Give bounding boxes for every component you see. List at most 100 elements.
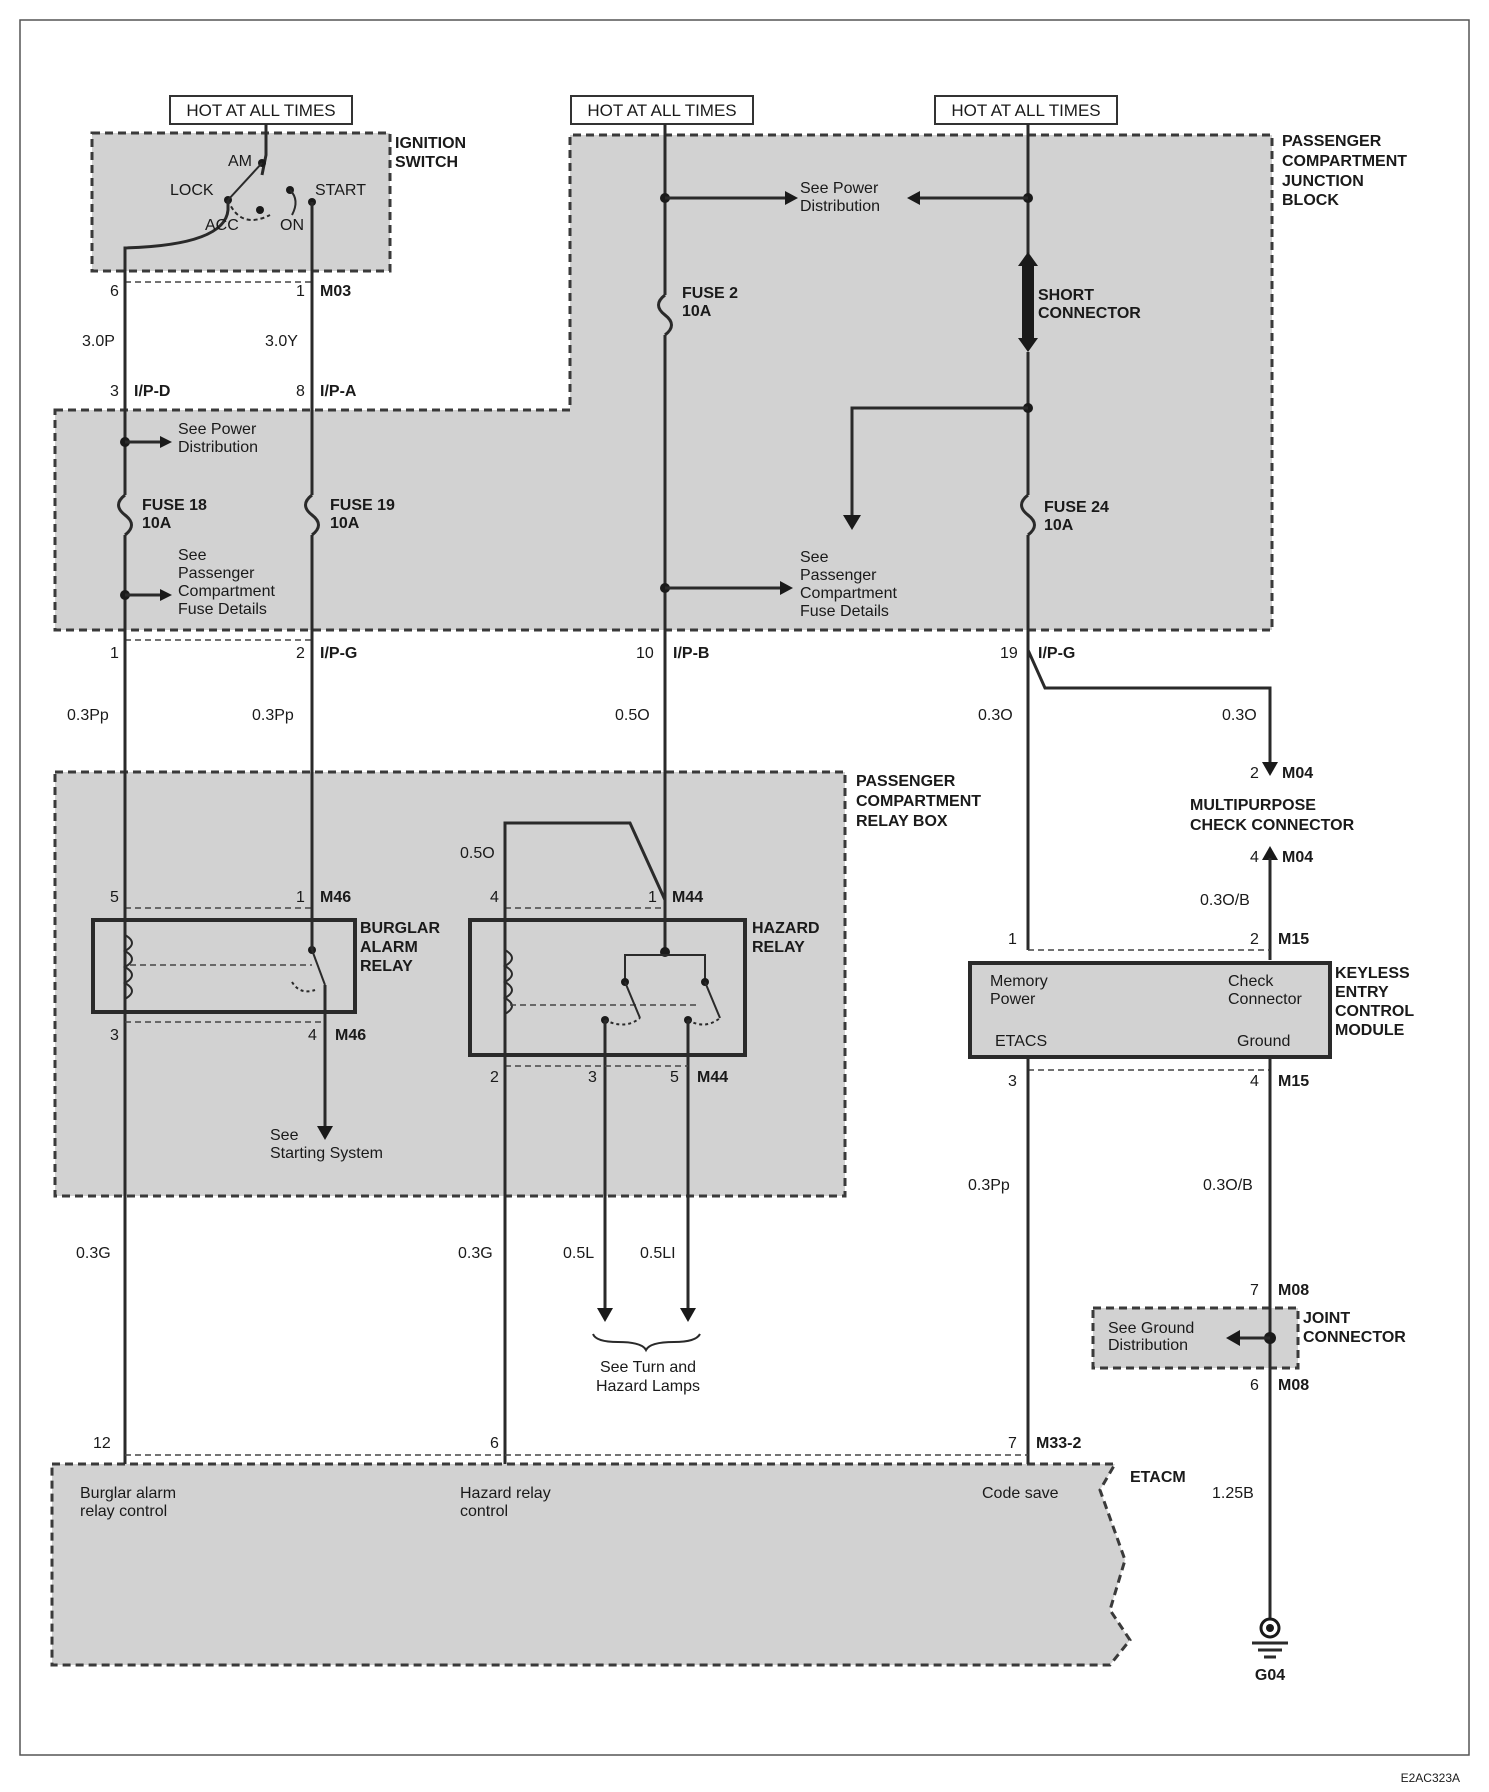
joint-pin-7: 7 bbox=[1250, 1282, 1259, 1299]
keyless-title-4: MODULE bbox=[1335, 1022, 1405, 1039]
ignition-acc-label: ACC bbox=[205, 217, 239, 234]
hazard-connector-top: M44 bbox=[672, 889, 703, 906]
ipa-connector: I/P-A bbox=[320, 383, 357, 400]
hazard-contact-bus bbox=[624, 954, 706, 982]
keyless-title-3: CONTROL bbox=[1335, 1003, 1414, 1020]
see-fuse-left-2: Passenger bbox=[178, 565, 255, 582]
ignition-title-1: IGNITION bbox=[395, 135, 466, 152]
hazard-arc-b bbox=[687, 1017, 721, 1026]
keyless-entry-module: 1 2 M15 Memory Power Check Connector ETA… bbox=[968, 931, 1414, 1090]
burglar-title-2: ALARM bbox=[360, 939, 418, 956]
m04-pin-4: 4 bbox=[1250, 849, 1259, 866]
fuse24-label: FUSE 24 bbox=[1044, 499, 1109, 516]
ignition-acc-dot bbox=[256, 206, 264, 214]
keyless-pin-3: 3 bbox=[1008, 1073, 1017, 1090]
see-fuse-left-arrowhead bbox=[160, 589, 172, 601]
m04-connector-top: M04 bbox=[1282, 765, 1313, 782]
ipb-connector: I/P-B bbox=[673, 645, 709, 662]
ignition-start-label: START bbox=[315, 182, 366, 199]
burglar-ctrl-2: relay control bbox=[80, 1503, 167, 1520]
wire-03g-b-label: 0.3G bbox=[458, 1245, 493, 1262]
ipg-connector-19: I/P-G bbox=[1038, 645, 1075, 662]
hazard-jumper-label: 0.5O bbox=[460, 845, 495, 862]
see-power-left-2: Distribution bbox=[178, 439, 258, 456]
see-power-left-arrowhead bbox=[160, 436, 172, 448]
fuse24-symbol bbox=[1020, 493, 1036, 537]
burglar-ctrl-1: Burglar alarm bbox=[80, 1485, 176, 1502]
ipg-connector: I/P-G bbox=[320, 645, 357, 662]
burglar-title-1: BURGLAR bbox=[360, 920, 440, 937]
relay-box-title-2: COMPARTMENT bbox=[856, 793, 981, 810]
m04-bottom-arrowhead bbox=[1262, 846, 1278, 860]
keyless-pin-1: 1 bbox=[1008, 931, 1017, 948]
see-power-right-2: Distribution bbox=[800, 198, 880, 215]
hot-label-frame-3 bbox=[934, 95, 1118, 125]
ground-symbol-icon bbox=[1252, 1617, 1288, 1659]
diagram-frame bbox=[19, 19, 1470, 1756]
hazard-connector-bot: M44 bbox=[697, 1069, 728, 1086]
fuse18-rating: 10A bbox=[142, 515, 172, 532]
junction-block: See Power Distribution FUSE 18 10A See P… bbox=[117, 124, 1407, 630]
fuse19-symbol bbox=[304, 493, 320, 537]
ipb-pin-10: 10 bbox=[636, 645, 654, 662]
wire-03pp-b-label: 0.3Pp bbox=[252, 707, 294, 724]
short-connector-bottom bbox=[1018, 338, 1038, 352]
etacm-title: ETACM bbox=[1130, 1469, 1186, 1486]
joint-title-2: CONNECTOR bbox=[1303, 1329, 1406, 1346]
etacm-pin-12: 12 bbox=[93, 1435, 111, 1452]
memory-power-2: Power bbox=[990, 991, 1036, 1008]
wire-30p-label: 3.0P bbox=[82, 333, 115, 350]
check-connector-1: Check bbox=[1228, 973, 1274, 990]
etacm-pin-7: 7 bbox=[1008, 1435, 1017, 1452]
hazard-coil bbox=[502, 949, 513, 1015]
see-turn-1: See Turn and bbox=[600, 1359, 696, 1376]
burglar-contact-arc bbox=[291, 981, 316, 993]
wire-03o-b-label: 0.3O bbox=[1222, 707, 1257, 724]
burglar-contact-blade bbox=[311, 949, 326, 986]
fuse18-symbol bbox=[117, 493, 133, 537]
ignition-acc-wire bbox=[123, 200, 230, 272]
wire-30y-label: 3.0Y bbox=[265, 333, 298, 350]
burglar-alarm-relay bbox=[91, 918, 357, 1014]
hot-label-frame-2 bbox=[570, 95, 754, 125]
ignition-blade bbox=[227, 162, 263, 201]
fuse19-rating: 10A bbox=[330, 515, 360, 532]
ground-label: G04 bbox=[1255, 1667, 1285, 1684]
m03-pin-1: 1 bbox=[296, 283, 305, 300]
junction-title-1: PASSENGER bbox=[1282, 133, 1382, 150]
junction-title-2: COMPARTMENT bbox=[1282, 153, 1407, 170]
m04-pin-2: 2 bbox=[1250, 765, 1259, 782]
keyless-etacs: ETACS bbox=[995, 1033, 1047, 1050]
hazard-relay bbox=[468, 918, 747, 1057]
relay-box-title-1: PASSENGER bbox=[856, 773, 956, 790]
see-fuse-right-2: Passenger bbox=[800, 567, 877, 584]
see-ground-1: See Ground bbox=[1108, 1320, 1194, 1337]
burglar-connector-top: M46 bbox=[320, 889, 351, 906]
keyless-title-2: ENTRY bbox=[1335, 984, 1389, 1001]
keyless-pin-2: 2 bbox=[1250, 931, 1259, 948]
etacm-box bbox=[50, 1462, 1132, 1667]
hazard-contact-a-blade bbox=[624, 981, 641, 1019]
hot-label-1: HOT AT ALL TIMES bbox=[186, 101, 335, 120]
ipg-pin-2: 2 bbox=[296, 645, 305, 662]
see-fuse-right-3: Compartment bbox=[800, 585, 897, 602]
see-starting-1: See bbox=[270, 1127, 299, 1144]
burglar-pin-4: 4 bbox=[308, 1027, 317, 1044]
junction-title-4: BLOCK bbox=[1282, 192, 1339, 209]
burglar-title-3: RELAY bbox=[360, 958, 413, 975]
joint-conn-6: M08 bbox=[1278, 1377, 1309, 1394]
hazard-pin-5: 5 bbox=[670, 1069, 679, 1086]
turn-lamps-brace bbox=[592, 1333, 701, 1353]
see-power-right-1: See Power bbox=[800, 180, 879, 197]
hazard-title-2: RELAY bbox=[752, 939, 805, 956]
hazard-pin-3: 3 bbox=[588, 1069, 597, 1086]
fuse24-rating: 10A bbox=[1044, 517, 1074, 534]
etacm-connector: M33-2 bbox=[1036, 1435, 1081, 1452]
hot-label-frame-1 bbox=[169, 95, 353, 125]
fuse2-symbol bbox=[657, 293, 673, 337]
see-starting-2: Starting System bbox=[270, 1145, 383, 1162]
code-save: Code save bbox=[982, 1485, 1059, 1502]
multipurpose-title-2: CHECK CONNECTOR bbox=[1190, 817, 1355, 834]
memory-power-1: Memory bbox=[990, 973, 1048, 990]
